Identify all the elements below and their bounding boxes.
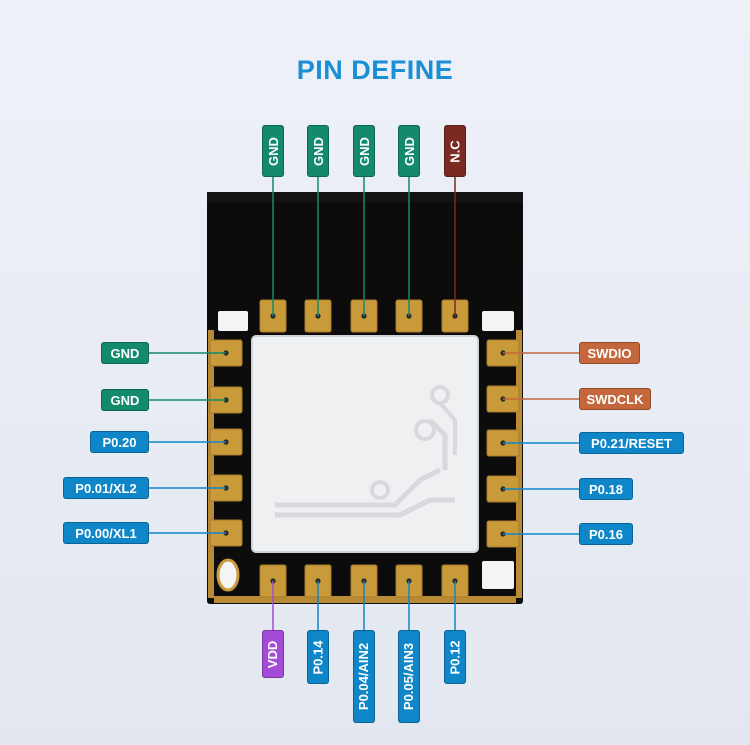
pin-label-bottom-1: VDD <box>262 630 284 678</box>
pin-label-right-2: SWDCLK <box>579 388 651 410</box>
pin-label-right-5: P0.16 <box>579 523 633 545</box>
pin-label-left-3: P0.20 <box>90 431 149 453</box>
leader-lines <box>149 177 579 630</box>
pin-label-left-1: GND <box>101 342 149 364</box>
pin-label-bottom-3: P0.04/AIN2 <box>353 630 375 723</box>
pin-label-left-2: GND <box>101 389 149 411</box>
pin-label-top-3: GND <box>353 125 375 177</box>
page-title: PIN DEFINE <box>296 55 454 85</box>
pin-label-right-3: P0.21/RESET <box>579 432 684 454</box>
pin-label-left-4: P0.01/XL2 <box>63 477 149 499</box>
pin-label-bottom-4: P0.05/AIN3 <box>398 630 420 723</box>
pin-label-right-4: P0.18 <box>579 478 633 500</box>
pin-label-top-1: GND <box>262 125 284 177</box>
pin-label-top-4: GND <box>398 125 420 177</box>
shield-can <box>251 335 479 553</box>
pin-label-left-5: P0.00/XL1 <box>63 522 149 544</box>
module-body <box>207 192 523 604</box>
pin-label-right-1: SWDIO <box>579 342 640 364</box>
pin-label-top-5: N.C <box>444 125 466 177</box>
pin-label-bottom-5: P0.12 <box>444 630 466 684</box>
pin-label-bottom-2: P0.14 <box>307 630 329 684</box>
pin-label-top-2: GND <box>307 125 329 177</box>
